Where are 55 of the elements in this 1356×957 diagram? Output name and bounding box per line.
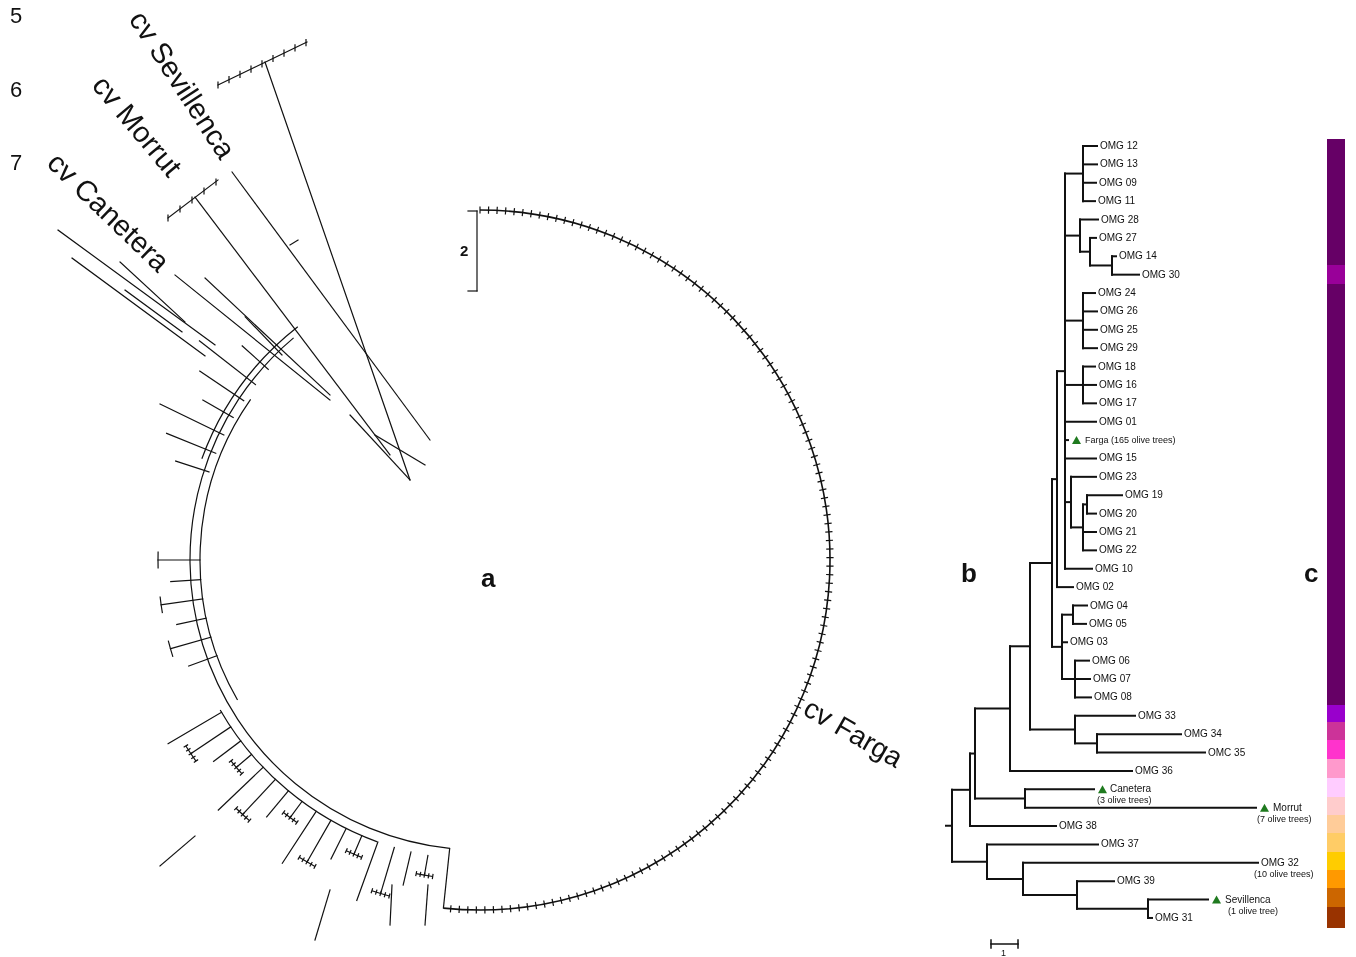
taxon-label: OMG 22 <box>1099 545 1137 556</box>
taxon-label: Sevillenca <box>1225 894 1271 905</box>
taxon-label: OMG 01 <box>1099 416 1137 427</box>
taxon-label: OMG 03 <box>1070 637 1108 648</box>
taxon-label: OMG 26 <box>1100 306 1138 317</box>
taxon-label: Morrut <box>1273 802 1302 813</box>
panel-letter: b <box>961 560 977 586</box>
tree-count-note: (3 olive trees) <box>1097 795 1152 805</box>
taxon-label: OMG 21 <box>1099 526 1137 537</box>
taxon-label: OMG 05 <box>1089 618 1127 629</box>
taxon-label: OMG 10 <box>1095 563 1133 574</box>
taxon-label: OMG 24 <box>1098 288 1136 299</box>
taxon-label: OMG 30 <box>1142 269 1180 280</box>
taxon-label: OMG 28 <box>1101 214 1139 225</box>
row-number: 6 <box>10 79 23 101</box>
row-number: 7 <box>10 152 23 174</box>
taxon-label: OMG 32 <box>1261 857 1299 868</box>
taxon-label: OMG 33 <box>1138 710 1176 721</box>
panel-letter: a <box>481 565 496 591</box>
taxon-label: OMG 38 <box>1059 821 1097 832</box>
taxon-label: OMG 06 <box>1092 655 1130 666</box>
tree-count-note: (1 olive tree) <box>1228 906 1279 916</box>
tree-count-note: (7 olive trees) <box>1257 814 1312 824</box>
panel-letter: c <box>1304 560 1319 586</box>
taxon-label: OMG 11 <box>1098 196 1136 207</box>
tree-count-note: (10 olive trees) <box>1254 869 1314 879</box>
taxon-label: OMG 27 <box>1099 232 1137 243</box>
taxon-label: OMG 04 <box>1090 600 1128 611</box>
taxon-label: OMG 29 <box>1100 343 1138 354</box>
taxon-label: OMG 14 <box>1119 251 1157 262</box>
taxon-label: OMG 25 <box>1100 324 1138 335</box>
scale-value: 2 <box>460 242 469 258</box>
taxon-label: OMG 07 <box>1093 674 1131 684</box>
taxon-label: OMG 12 <box>1100 141 1138 151</box>
scale-value: 1 <box>1001 948 1006 957</box>
taxon-label: OMG 23 <box>1099 471 1137 482</box>
taxon-label: OMC 35 <box>1208 747 1246 758</box>
taxon-label: OMG 34 <box>1184 729 1222 740</box>
taxon-label: OMG 16 <box>1099 379 1137 390</box>
taxon-label: OMG 36 <box>1135 765 1173 776</box>
taxon-label: OMG 39 <box>1117 876 1155 887</box>
taxon-label: OMG 18 <box>1098 361 1136 372</box>
taxon-label: OMG 19 <box>1125 490 1163 501</box>
taxon-label: OMG 17 <box>1099 398 1137 409</box>
taxon-label: OMG 09 <box>1099 177 1137 188</box>
taxon-label: OMG 08 <box>1094 692 1132 703</box>
taxon-label: OMG 37 <box>1101 839 1139 850</box>
taxon-label: OMG 20 <box>1099 508 1137 519</box>
taxon-label: OMG 02 <box>1076 582 1114 593</box>
taxon-label: Farga (165 olive trees) <box>1085 435 1176 445</box>
taxon-label: OMG 31 <box>1155 912 1193 923</box>
taxon-label: Canetera <box>1110 784 1152 795</box>
taxon-label: OMG 15 <box>1099 453 1137 464</box>
taxon-label: OMG 13 <box>1100 159 1138 170</box>
row-number: 5 <box>10 5 23 27</box>
